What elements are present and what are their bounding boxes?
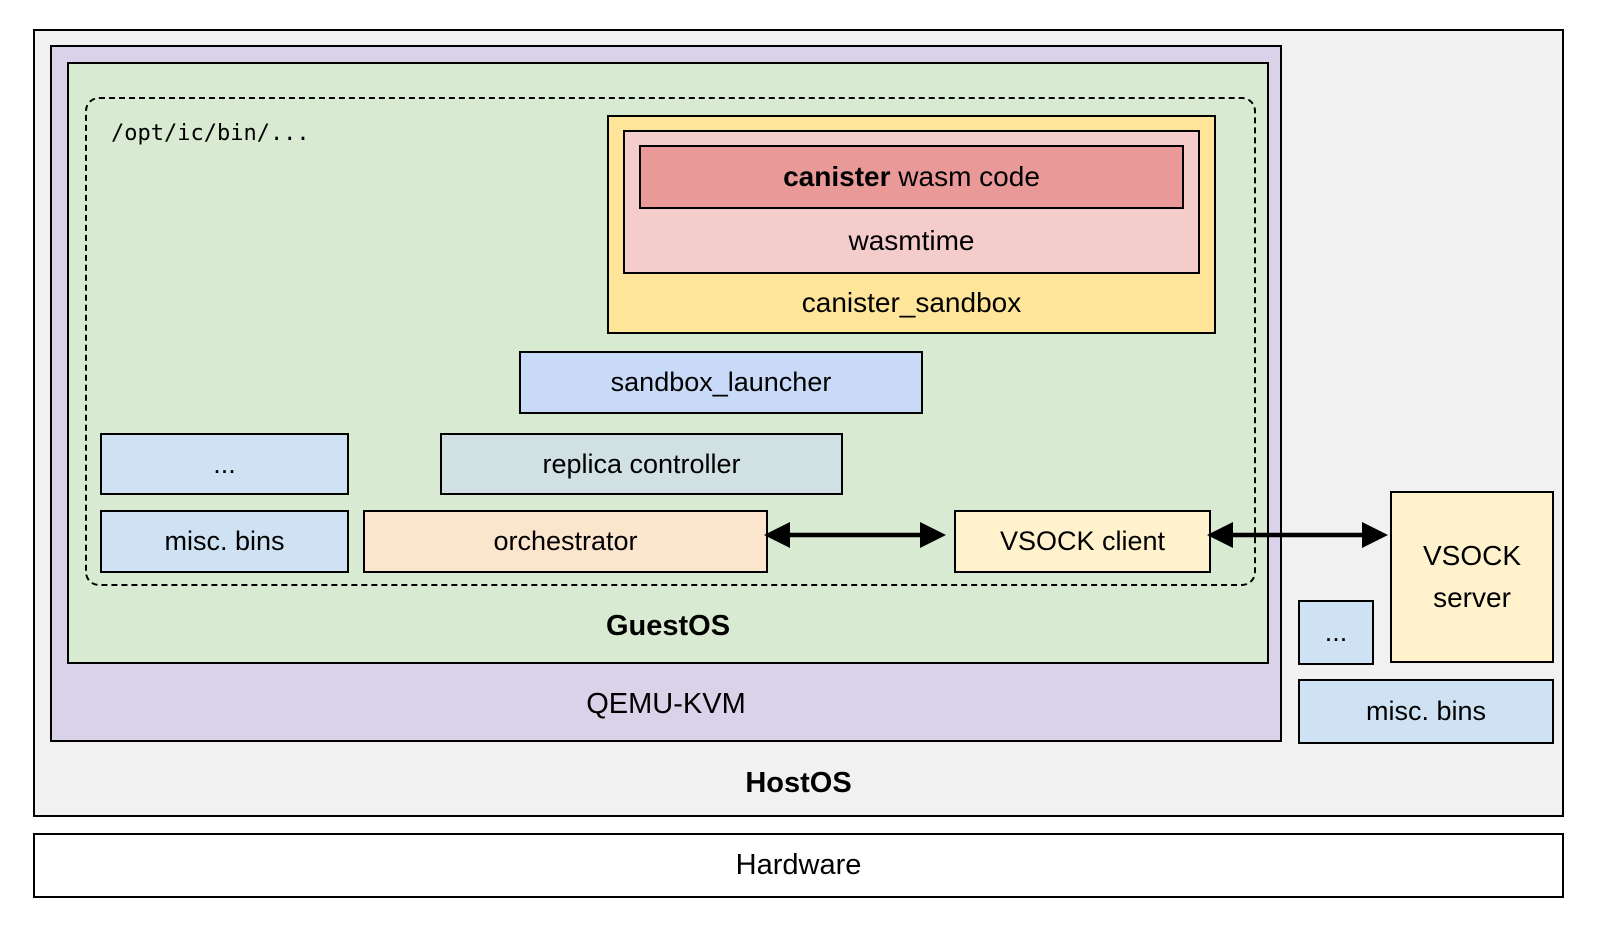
- canister-wasm-code-label: canister wasm code: [783, 160, 1040, 194]
- wasmtime-label: wasmtime: [848, 225, 975, 256]
- vsock-server-box: VSOCK server: [1390, 491, 1554, 663]
- guestos-label: GuestOS: [605, 610, 731, 642]
- guest-ellipsis-box: ...: [100, 433, 349, 495]
- wasmtime-box: canister wasm code wasmtime: [623, 130, 1200, 274]
- host-ellipsis-box: ...: [1298, 600, 1374, 665]
- qemu-kvm-label: QEMU-KVM: [586, 688, 746, 720]
- hostos-label: HostOS: [745, 767, 852, 799]
- guest-misc-bins-box: misc. bins: [100, 510, 349, 573]
- opt-ic-bin-path-label: /opt/ic/bin/...: [111, 121, 310, 146]
- canister-sandbox-box: canister wasm code wasmtime canister_san…: [607, 115, 1216, 334]
- orchestrator-box: orchestrator: [363, 510, 768, 573]
- vsock-server-label-line2: server: [1433, 582, 1511, 613]
- vsock-client-box: VSOCK client: [954, 510, 1211, 573]
- host-misc-bins-box: misc. bins: [1298, 679, 1554, 744]
- opt-ic-bin-dashed-region: [85, 97, 1256, 586]
- canister-wasm-code-box: canister wasm code: [639, 145, 1184, 209]
- canister-sandbox-label: canister_sandbox: [801, 287, 1022, 318]
- vsock-server-label-line1: VSOCK: [1422, 540, 1522, 571]
- replica-controller-box: replica controller: [440, 433, 843, 495]
- hardware-box: Hardware: [33, 833, 1564, 898]
- canister-label-bold: canister: [783, 161, 891, 193]
- canister-label-rest: wasm code: [890, 161, 1040, 193]
- guestos-layer: /opt/ic/bin/... canister wasm code wasmt…: [67, 62, 1269, 664]
- sandbox-launcher-box: sandbox_launcher: [519, 351, 923, 414]
- hostos-layer: /opt/ic/bin/... canister wasm code wasmt…: [33, 29, 1564, 817]
- qemu-kvm-layer: /opt/ic/bin/... canister wasm code wasmt…: [50, 45, 1282, 742]
